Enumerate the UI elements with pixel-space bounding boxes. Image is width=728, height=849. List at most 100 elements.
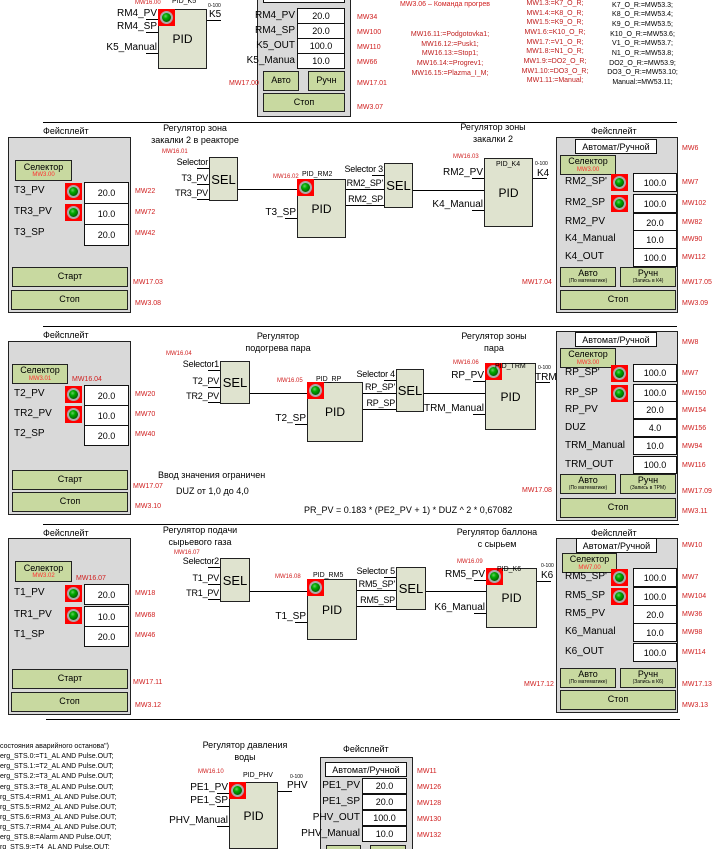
sel-address-label: MW16.01 [162,149,188,155]
value-field[interactable]: 4.0 [633,419,677,437]
row-label: K4_Manual [565,233,616,244]
value-field[interactable]: 20.0 [84,385,129,406]
value-field[interactable]: 100.0 [633,173,677,192]
value-field[interactable]: 10.0 [297,53,345,69]
value-field[interactable]: 10.0 [84,606,129,627]
value-address-label: MW68 [135,612,156,619]
faceplate-button[interactable]: Стоп [11,692,128,712]
value-field[interactable]: 20.0 [84,182,129,204]
faceplate-button[interactable]: Стоп [560,290,676,310]
faceplate-title: Фейсплейт [591,528,637,538]
pid-status-led-icon[interactable] [307,579,324,596]
pid-block[interactable]: PID [484,158,533,227]
value-field[interactable]: 100.0 [633,248,677,267]
button-address-label: MW3.13 [682,702,709,709]
mw53-assignments: K2_2_O_R:=MW53.2; K7_O_R:=MW53.3; K8_O_R… [607,1,678,86]
value-field[interactable]: 100.0 [362,810,407,826]
value-field[interactable]: 20.0 [362,778,407,794]
input-label: T1_SP [275,611,306,622]
faceplate-button[interactable]: Ручн(Запись в TPM) [620,474,676,494]
sel-input-line [363,409,396,410]
value-field[interactable]: 20.0 [633,401,677,419]
faceplate-button[interactable]: Старт [12,669,128,689]
value-field[interactable]: 100.0 [633,643,677,662]
faceplate-button[interactable]: Стоп [11,290,128,310]
row-status-led-icon[interactable] [611,365,628,382]
faceplate-button[interactable]: Ручн [308,71,345,91]
sel-block[interactable]: SEL [396,567,426,610]
faceplate-button[interactable]: Авто(По математике) [560,267,616,287]
value-field[interactable]: 100.0 [633,384,677,402]
value-field[interactable]: 100.0 [633,456,677,474]
row-status-led-icon[interactable] [65,607,82,624]
value-field[interactable]: 10.0 [362,826,407,842]
value-field[interactable]: 100.0 [633,194,677,213]
value-address-label: MW7 [682,574,699,581]
row-status-led-icon[interactable] [65,386,82,403]
value-field[interactable]: 20.0 [297,8,345,24]
value-field[interactable]: 20.0 [84,584,129,605]
value-field[interactable]: 20.0 [84,224,129,246]
faceplate-button[interactable]: Авто(По математике) [560,474,616,494]
pid-status-led-icon[interactable] [486,568,503,585]
faceplate-title: Фейсплейт [43,528,89,538]
value-field[interactable]: 10.0 [84,405,129,426]
value-field[interactable]: 10.0 [633,230,677,249]
faceplate-button[interactable] [326,845,361,849]
sel-block[interactable]: SEL [220,558,250,602]
value-address-label: MW110 [357,44,381,51]
row-status-led-icon[interactable] [65,585,82,602]
row-status-led-icon[interactable] [611,195,628,212]
pid-status-led-icon[interactable] [158,9,175,26]
value-field[interactable]: 20.0 [297,23,345,39]
input-label: PE1_PV [190,782,228,793]
value-field[interactable]: 20.0 [84,425,129,446]
section-divider [43,326,677,327]
faceplate-button[interactable]: Стоп [263,93,345,112]
sel-block[interactable]: SEL [384,163,413,208]
faceplate-button[interactable]: Стоп [560,498,676,518]
value-field[interactable]: 100.0 [633,568,677,587]
pid-status-led-icon[interactable] [485,363,502,380]
faceplate-button[interactable]: Ручн(Запись в К4) [620,267,676,287]
faceplate-button[interactable]: Авто [263,71,299,91]
faceplate-button[interactable]: Стоп [12,492,128,512]
sel-block[interactable]: SEL [396,369,424,412]
faceplate-title: Фейсплейт [43,330,89,340]
faceplate-button[interactable]: Авто(По математике) [560,668,616,688]
row-status-led-icon[interactable] [65,406,82,423]
sel-block[interactable]: SEL [209,157,238,201]
row-status-led-icon[interactable] [611,588,628,605]
pid-status-led-icon[interactable] [229,782,246,799]
value-field[interactable]: 100.0 [633,364,677,382]
value-field[interactable]: 20.0 [84,626,129,647]
pid-status-led-icon[interactable] [297,179,314,196]
faceplate-button[interactable]: Старт [12,470,128,490]
value-field[interactable]: 100.0 [633,587,677,606]
faceplate-button[interactable]: Ручн(Запись в К6) [620,668,676,688]
pid-status-led-icon[interactable] [307,382,324,399]
output-line [533,178,547,179]
row-status-led-icon[interactable] [65,183,82,200]
faceplate-button[interactable]: Старт [12,267,128,287]
row-status-led-icon[interactable] [611,569,628,586]
value-field[interactable]: 10.0 [84,203,129,225]
sel-block[interactable]: SEL [220,361,250,404]
sel-input-line [197,184,209,185]
row-status-led-icon[interactable] [611,174,628,191]
row-status-led-icon[interactable] [611,385,628,402]
faceplate-button[interactable]: Стоп [560,690,676,710]
value-field[interactable]: 20.0 [633,605,677,624]
value-field[interactable]: 100.0 [297,38,345,54]
value-field[interactable]: 10.0 [633,623,677,642]
value-field[interactable]: 10.0 [633,437,677,455]
value-field[interactable]: 20.0 [362,794,407,810]
row-status-led-icon[interactable] [65,204,82,221]
faceplate-button[interactable] [370,845,406,849]
